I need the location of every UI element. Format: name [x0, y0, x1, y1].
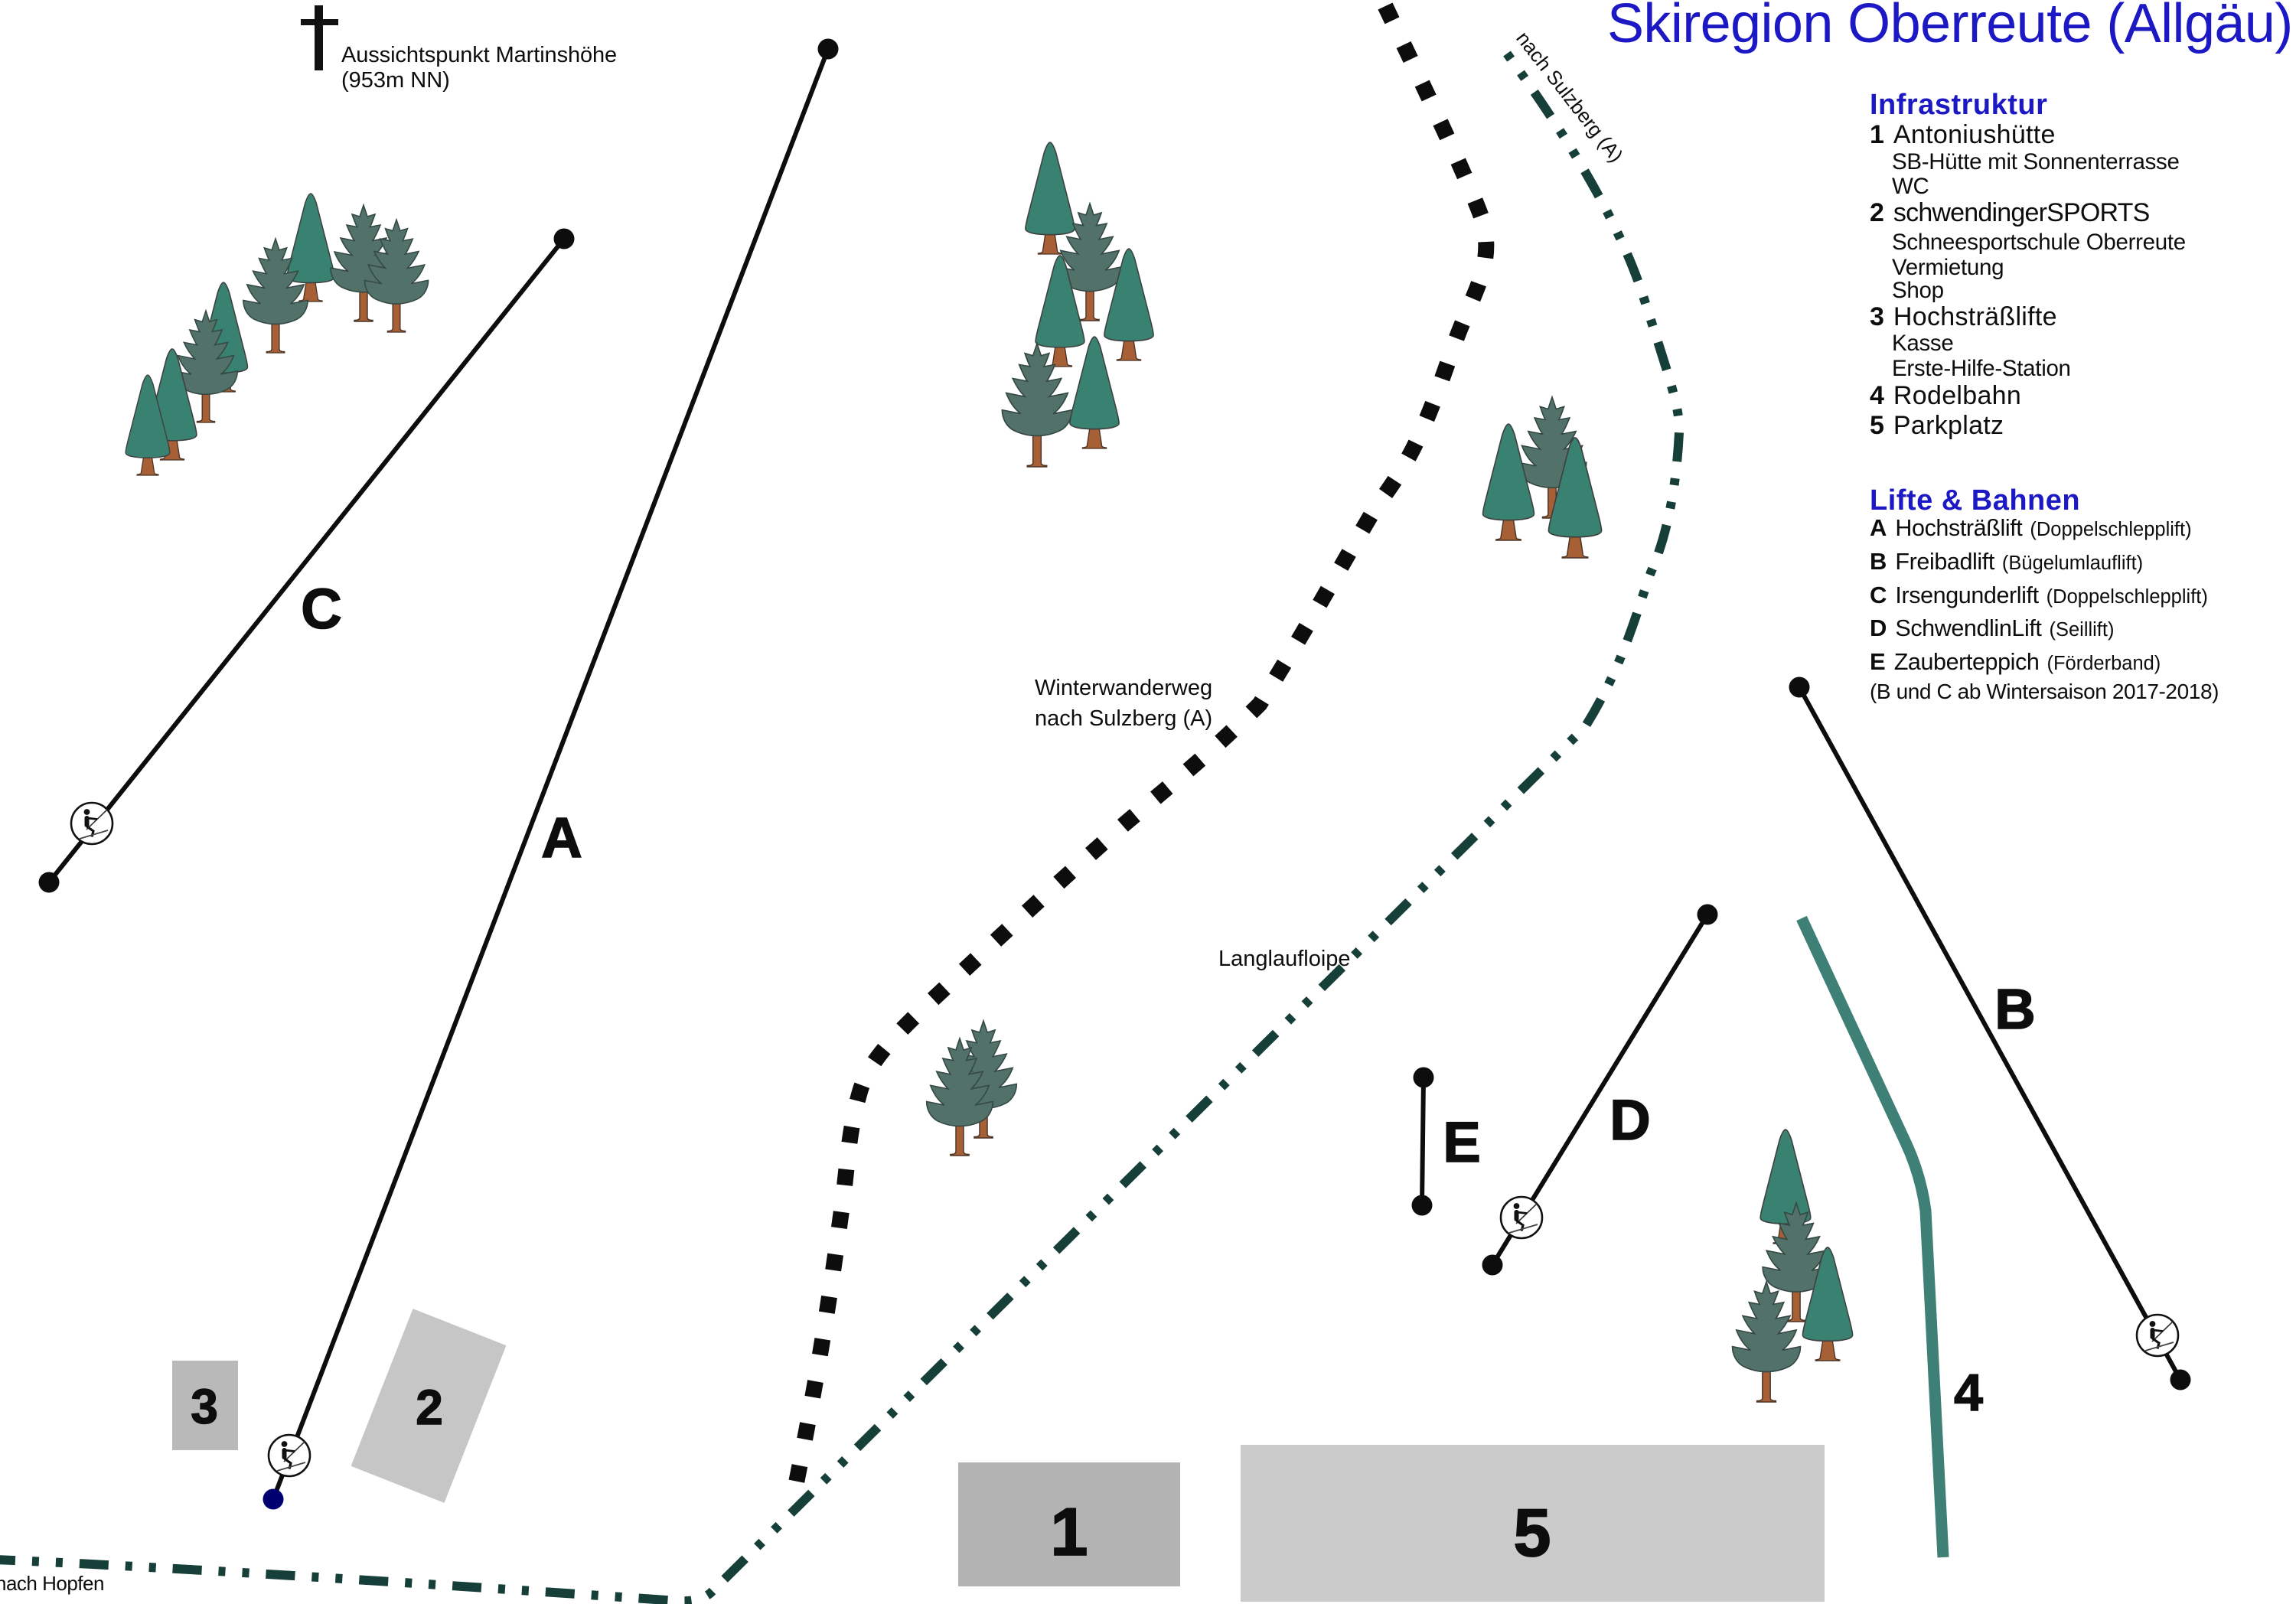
- svg-text:Erste-Hilfe-Station: Erste-Hilfe-Station: [1892, 356, 2071, 381]
- svg-text:5: 5: [1514, 1495, 1551, 1570]
- svg-text:2: 2: [416, 1380, 443, 1435]
- svg-text:3: 3: [191, 1379, 218, 1434]
- svg-text:Shop: Shop: [1892, 278, 1944, 303]
- svg-text:Kasse: Kasse: [1892, 331, 1954, 356]
- svg-text:SB-Hütte mit Sonnenterrasse: SB-Hütte mit Sonnenterrasse: [1892, 149, 2180, 174]
- svg-text:Schneesportschule Oberreute: Schneesportschule Oberreute: [1892, 230, 2186, 255]
- svg-text:nach Sulzberg (A): nach Sulzberg (A): [1035, 706, 1212, 731]
- svg-text:E: E: [1443, 1110, 1480, 1174]
- svg-text:Langlaufloipe: Langlaufloipe: [1218, 947, 1351, 971]
- svg-text:4: 4: [1954, 1364, 1983, 1422]
- svg-text:C: C: [301, 577, 341, 641]
- svg-text:Vermietung: Vermietung: [1892, 255, 2004, 280]
- svg-text:(B und C ab Wintersaison 2017-: (B und C ab Wintersaison 2017-2018): [1870, 680, 2219, 703]
- svg-text:Lifte & Bahnen: Lifte & Bahnen: [1870, 484, 2080, 517]
- svg-text:D: D: [1609, 1088, 1650, 1152]
- svg-text:Skiregion Oberreute (Allgäu): Skiregion Oberreute (Allgäu): [1607, 0, 2293, 54]
- svg-text:WC: WC: [1892, 174, 1929, 199]
- svg-text:Winterwanderweg: Winterwanderweg: [1035, 676, 1212, 700]
- svg-text:(953m NN): (953m NN): [341, 68, 450, 93]
- svg-text:A: A: [541, 806, 582, 869]
- svg-text:Infrastruktur: Infrastruktur: [1870, 89, 2047, 121]
- svg-text:1: 1: [1051, 1494, 1088, 1570]
- svg-text:Aussichtspunkt Martinshöhe: Aussichtspunkt Martinshöhe: [341, 43, 617, 67]
- svg-text:B: B: [1994, 977, 2035, 1041]
- svg-text:nach Hopfen: nach Hopfen: [0, 1572, 104, 1595]
